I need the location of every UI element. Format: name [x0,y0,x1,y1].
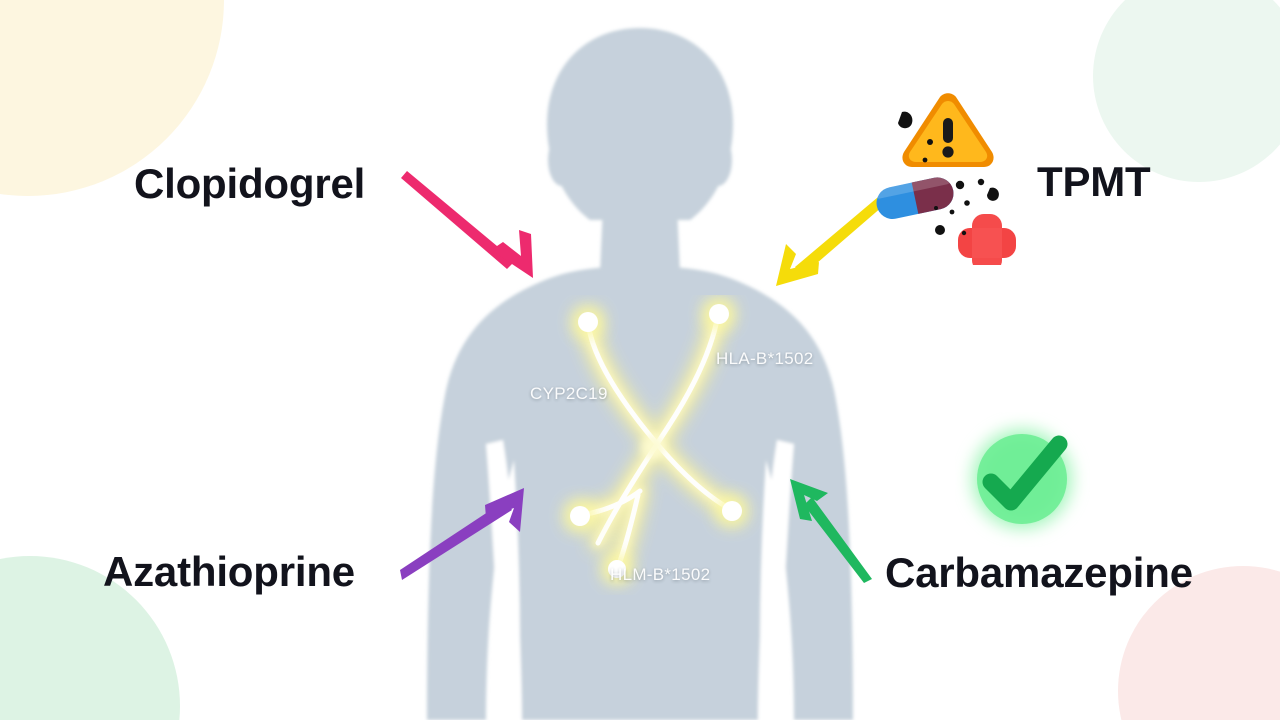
medical-cross-icon [958,214,1016,265]
drug-label-clopidogrel: Clopidogrel [134,160,366,207]
gene-pathway-glow [567,301,745,581]
arrow-clopidogrel [401,171,533,278]
warning-triangle-icon [902,93,994,167]
drug-label-tpmt: TPMT [1037,158,1151,205]
drug-warning-icon-cluster [874,93,1016,265]
gene-label-hla-b-lower: HLM-B*1502 [610,565,711,584]
gene-label-hla-b-upper: HLA-B*1502 [716,349,814,368]
arrow-azathioprine [400,488,524,580]
drug-label-azathioprine: Azathioprine [103,548,355,595]
arrow-carbamazepine [790,479,872,583]
gene-label-cyp2c19: CYP2C19 [530,384,608,403]
arrow-tpmt [776,192,890,286]
drug-label-carbamazepine: Carbamazepine [885,549,1193,596]
decorative-blob-top-right [1093,0,1280,182]
check-circle-icon [960,417,1084,541]
capsule-pill-icon [874,175,954,219]
speckle-particles [898,111,999,236]
